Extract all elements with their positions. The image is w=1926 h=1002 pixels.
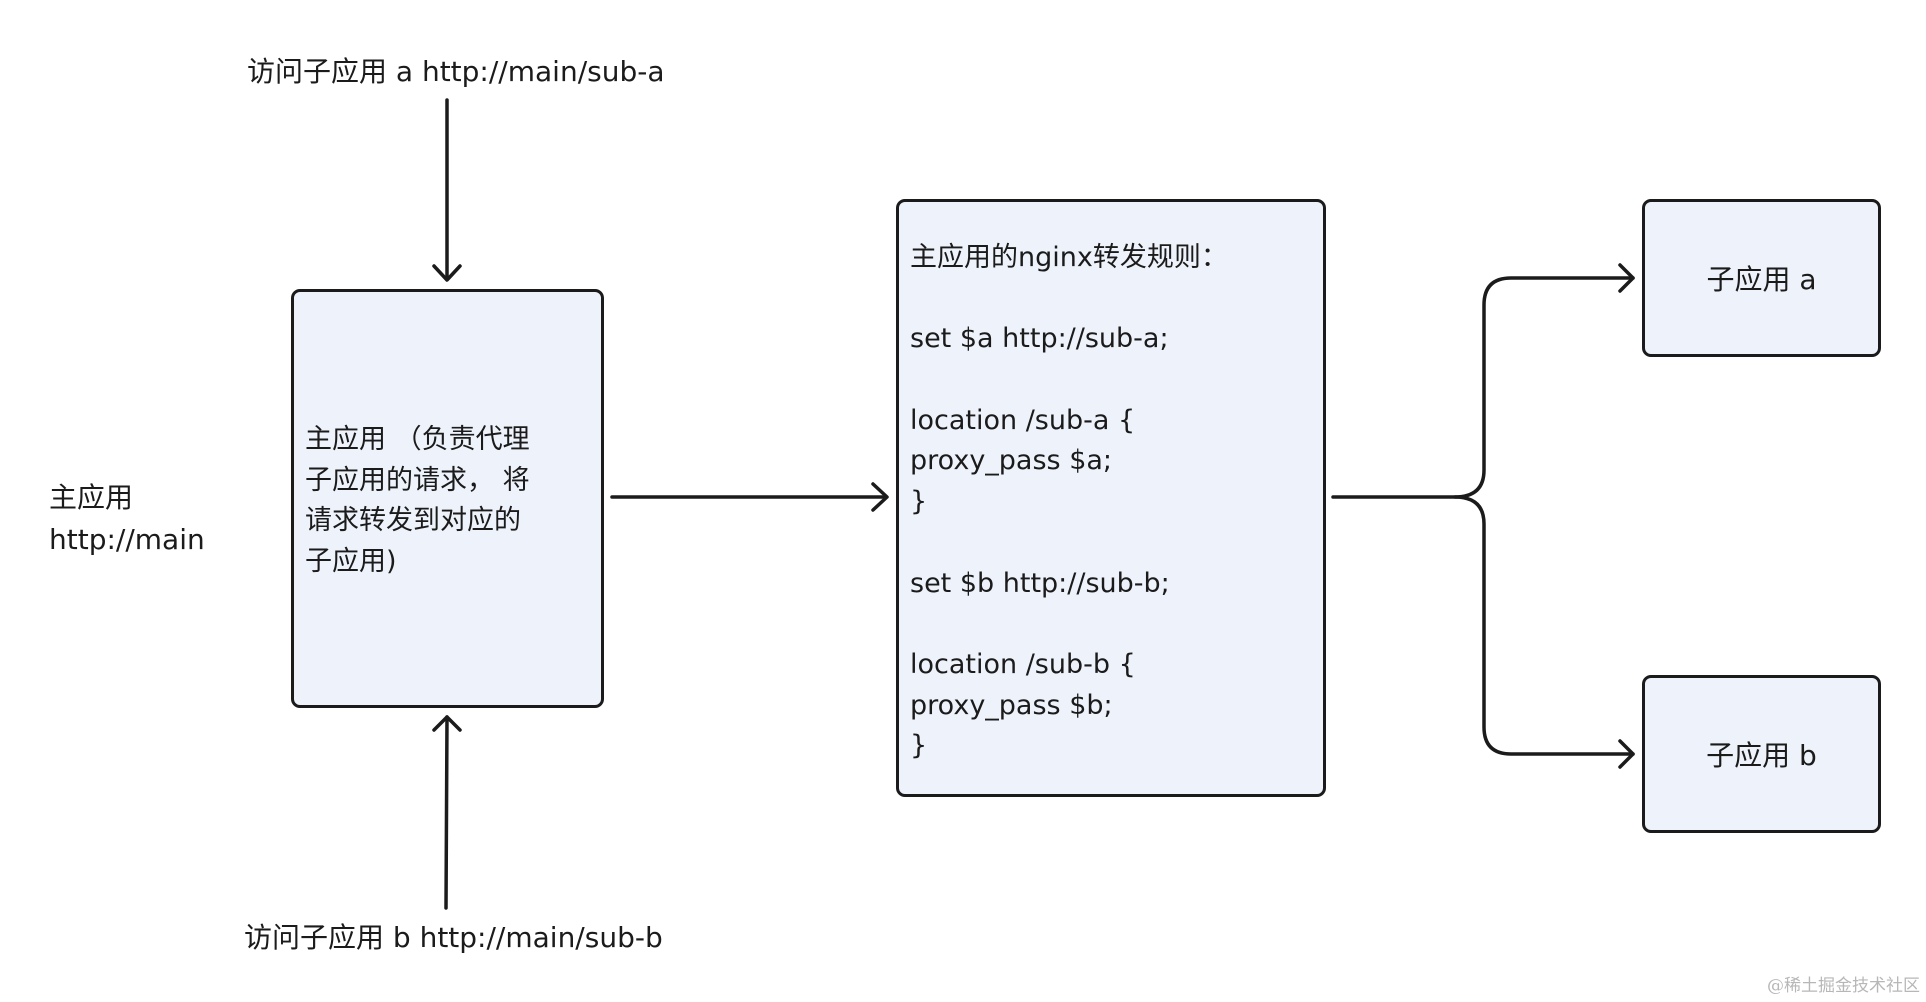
sub-app-b-label: 子应用 b [1706, 739, 1817, 772]
nginx-rule-line: } [910, 486, 928, 518]
main-app-description-line: 主应用 （负责代理 [305, 424, 530, 455]
nginx-rule-line: 主应用的nginx转发规则： [910, 242, 1228, 273]
arrowhead-to-sub-a [1618, 263, 1635, 293]
main-app-box: 主应用 （负责代理 子应用的请求， 将 请求转发到对应的 子应用) [291, 289, 604, 708]
arrow-main-to-nginx [610, 482, 889, 512]
sub-app-a-label: 子应用 a [1706, 263, 1817, 296]
main-app-description-line: 子应用的请求， 将 [305, 464, 530, 496]
nginx-rule-line [910, 279, 1228, 320]
nginx-rules-box: 主应用的nginx转发规则： set $a http://sub-a; loca… [896, 199, 1326, 797]
visit-sub-b-label: 访问子应用 b http://main/sub-b [244, 921, 663, 954]
nginx-rule-line: location /sub-a { [910, 404, 1136, 436]
nginx-rule-line: proxy_pass $b; [910, 689, 1113, 721]
nginx-rule-line: } [910, 730, 928, 762]
nginx-rule-line: set $a http://sub-a; [910, 323, 1169, 355]
nginx-rules-text: 主应用的nginx转发规则： set $a http://sub-a; loca… [910, 238, 1228, 767]
watermark: @稀土掘金技术社区 [1767, 976, 1920, 996]
arrow-visit-a [432, 98, 462, 282]
nginx-rule-line: set $b http://sub-b; [910, 567, 1170, 599]
main-app-description-line: 请求转发到对应的 [305, 505, 521, 537]
nginx-rule-line: location /sub-b { [910, 648, 1136, 680]
visit-sub-a-label: 访问子应用 a http://main/sub-a [247, 55, 665, 88]
main-app-url-label: http://main [49, 523, 205, 556]
arrow-visit-b [432, 715, 462, 910]
nginx-rule-line [910, 604, 1228, 645]
nginx-rule-line: proxy_pass $a; [910, 445, 1113, 477]
sub-app-b-box: 子应用 b [1642, 675, 1881, 833]
nginx-rule-line [910, 360, 1228, 401]
brace-connector-sub-apps [1331, 276, 1635, 756]
nginx-rule-line [910, 523, 1228, 564]
arrowhead-to-sub-b [1618, 739, 1635, 769]
main-app-name-label: 主应用 [49, 481, 134, 514]
main-app-description-line: 子应用) [305, 546, 397, 578]
sub-app-a-box: 子应用 a [1642, 199, 1881, 357]
main-app-description: 主应用 （负责代理 子应用的请求， 将 请求转发到对应的 子应用) [305, 420, 530, 583]
